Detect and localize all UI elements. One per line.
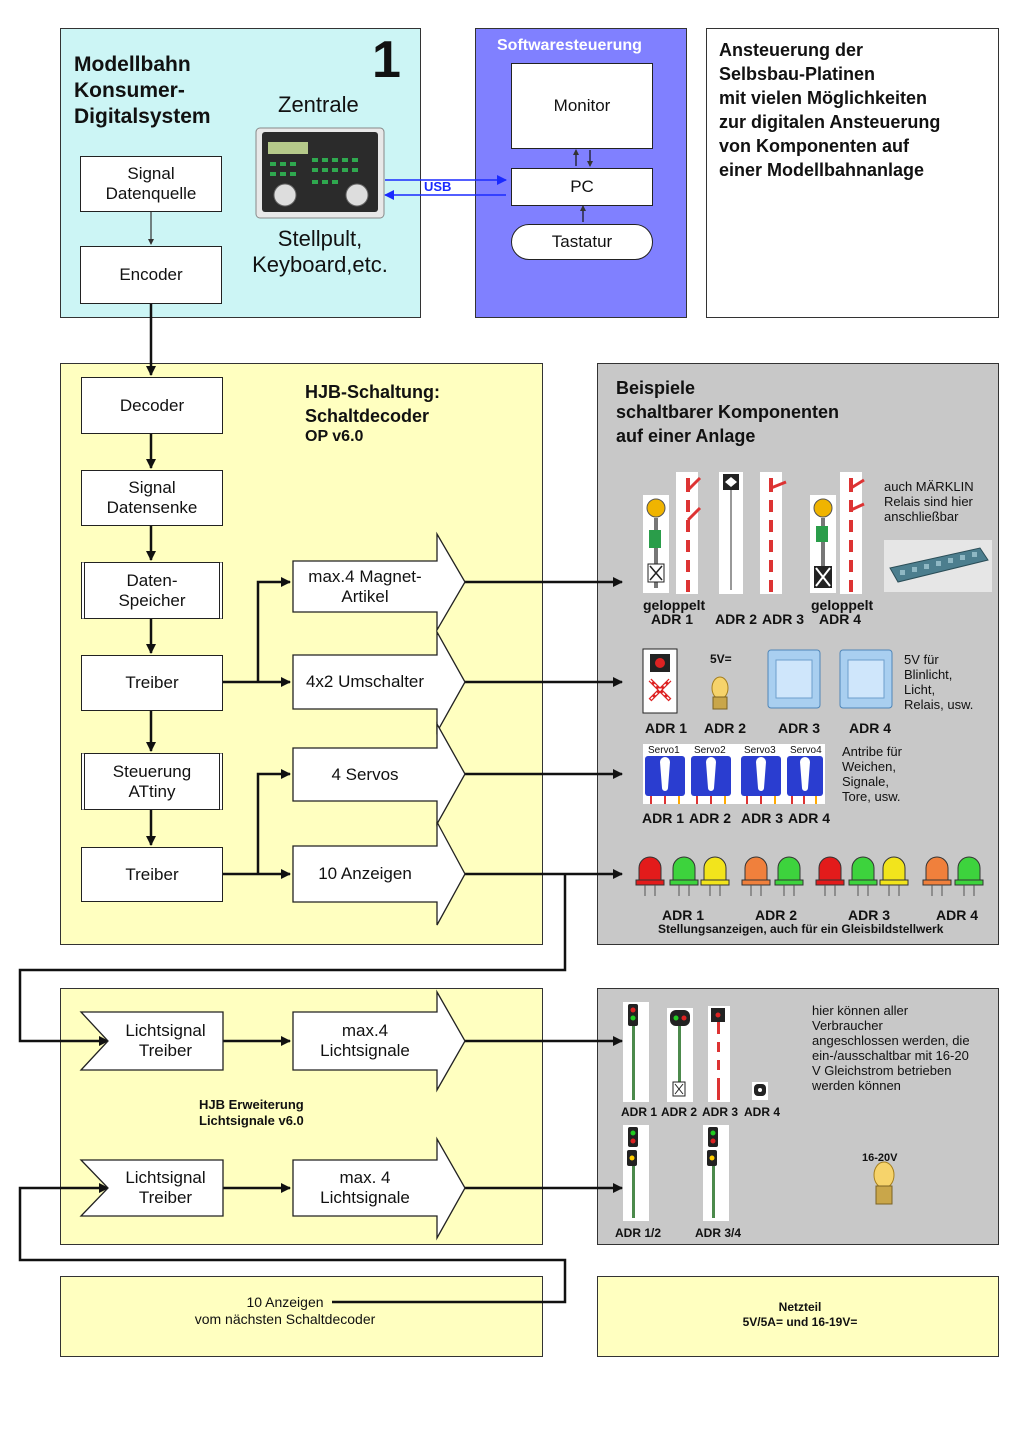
servo3-label: Servo3 <box>744 745 776 756</box>
output-arrow-magnet <box>292 531 466 633</box>
hjb-title: HJB-Schaltung:Schaltdecoder <box>305 382 440 426</box>
output-arrow-umschalter <box>292 629 466 735</box>
daten-speicher-box: Daten-Speicher <box>81 562 223 619</box>
out-umschalter-label: 4x2 Umschalter <box>305 672 425 691</box>
zentrale-label: Zentrale <box>278 92 359 117</box>
treiber-1-box: Treiber <box>81 655 223 711</box>
row1-label-adr4: ADR 4 <box>819 611 862 627</box>
row4-label-adr4: ADR 4 <box>936 907 979 923</box>
row1-label-geloppelt-2: geloppelt <box>811 597 874 613</box>
row4-label-adr1: ADR 1 <box>662 907 705 923</box>
out-anzeigen-label: 10 Anzeigen <box>318 864 412 883</box>
row2-label-adr3: ADR 3 <box>778 720 821 736</box>
lichtsignal-treiber-b-shape <box>79 1159 224 1217</box>
netzteil-panel <box>597 1276 999 1357</box>
output-arrow-servos <box>292 721 466 827</box>
usb-label: USB <box>424 179 452 194</box>
encoder-box: Encoder <box>80 246 222 304</box>
stellpult-label: Stellpult,Keyboard,etc. <box>252 226 388 277</box>
decoder-box: Decoder <box>81 377 223 434</box>
ls-row1-label-adr2: ADR 2 <box>661 1105 698 1119</box>
lichtsignal-treiber-a-shape <box>79 1011 224 1071</box>
hjb-version: OP v6.0 <box>305 428 364 445</box>
ls-row2-label-adr12: ADR 1/2 <box>615 1226 662 1240</box>
output-arrow-anzeigen <box>292 821 466 926</box>
out-servos-label: 4 Servos <box>331 764 399 784</box>
output-arrow-lichtsignale-b <box>292 1136 466 1241</box>
treiber-2-box: Treiber <box>81 847 223 902</box>
row2-voltage: 5V= <box>710 652 732 666</box>
servo4-label: Servo4 <box>790 745 822 756</box>
description-panel <box>706 28 999 318</box>
ls-row1-label-adr1: ADR 1 <box>621 1105 658 1119</box>
row2-label-adr4: ADR 4 <box>849 720 892 736</box>
ls-row1-label-adr4: ADR 4 <box>744 1105 781 1119</box>
row3-label-adr2: ADR 2 <box>689 810 732 826</box>
row3-label-adr1: ADR 1 <box>642 810 685 826</box>
lichtsignal-beispiele-panel <box>597 988 999 1245</box>
row1-label-adr1: ADR 1 <box>651 611 694 627</box>
monitor-box: Monitor <box>511 63 653 149</box>
row1-label-adr3: ADR 3 <box>762 611 805 627</box>
row1-label-geloppelt-1: geloppelt <box>643 597 706 613</box>
software-title: Softwaresteuerung <box>497 37 642 54</box>
row4-caption: Stellungsanzeigen, auch für ein Gleisbil… <box>658 922 944 936</box>
tastatur-box: Tastatur <box>511 224 653 260</box>
out-magnet-label: max.4 Magnet-Artikel <box>308 566 422 606</box>
row2-label-adr2: ADR 2 <box>704 720 747 736</box>
servo2-label: Servo2 <box>694 745 726 756</box>
row3-label-adr4: ADR 4 <box>788 810 831 826</box>
ls-row2-label-adr34: ADR 3/4 <box>695 1226 742 1240</box>
row1-label-adr2: ADR 2 <box>715 611 758 627</box>
row3-label-adr3: ADR 3 <box>741 810 784 826</box>
output-arrow-lichtsignale-a <box>292 989 466 1093</box>
row4-label-adr3: ADR 3 <box>848 907 891 923</box>
pc-box: PC <box>511 168 653 206</box>
ls-row1-label-adr3: ADR 3 <box>702 1105 739 1119</box>
ls-voltage: 16-20V <box>862 1152 898 1164</box>
anzeigen-panel <box>60 1276 543 1357</box>
page-number: 1 <box>372 31 401 89</box>
servo1-label: Servo1 <box>648 745 680 756</box>
row2-label-adr1: ADR 1 <box>645 720 688 736</box>
row4-label-adr2: ADR 2 <box>755 907 798 923</box>
